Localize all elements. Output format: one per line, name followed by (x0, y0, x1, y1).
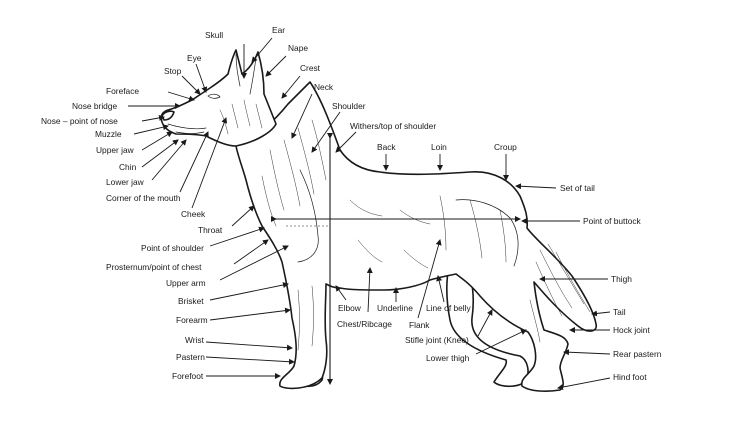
label-withers: Withers/top of shoulder (350, 121, 436, 131)
label-ear: Ear (272, 25, 285, 35)
label-stifle: Stifle joint (Knee) (405, 335, 469, 345)
label-back: Back (377, 142, 396, 152)
label-upper-arm: Upper arm (166, 278, 206, 288)
label-hock-joint: Hock joint (613, 325, 650, 335)
label-upper-jaw: Upper jaw (96, 145, 135, 155)
label-hind-foot: Hind foot (613, 372, 647, 382)
label-nose-bridge: Nose bridge (72, 101, 118, 111)
label-foreface: Foreface (106, 86, 139, 96)
jaw-line (175, 131, 205, 134)
label-line-of-belly: Line of belly (426, 303, 472, 313)
label-cheek: Cheek (181, 209, 206, 219)
label-nose-point: Nose – point of nose (41, 116, 118, 126)
label-wrist: Wrist (185, 335, 205, 345)
label-neck: Neck (314, 82, 334, 92)
label-corner-of-mouth: Corner of the mouth (106, 193, 181, 203)
label-thigh: Thigh (611, 274, 632, 284)
label-point-of-buttock: Point of buttock (583, 216, 642, 226)
label-crest: Crest (300, 63, 321, 73)
label-prosternum: Prosternum/point of chest (106, 262, 202, 272)
label-skull: Skull (205, 30, 223, 40)
label-underline: Underline (377, 303, 413, 313)
label-forefoot: Forefoot (172, 371, 204, 381)
pointer-lines (128, 37, 611, 391)
dog-head (160, 49, 277, 147)
ear-detail (235, 53, 241, 87)
label-throat: Throat (198, 225, 223, 235)
label-croup: Croup (494, 142, 517, 152)
label-eye: Eye (187, 53, 202, 63)
labels: Skull Ear Nape Eye Stop Crest Foreface N… (41, 25, 662, 382)
label-rear-pastern: Rear pastern (613, 349, 662, 359)
label-lower-jaw: Lower jaw (106, 177, 145, 187)
label-muzzle: Muzzle (95, 129, 122, 139)
label-chin: Chin (119, 162, 137, 172)
label-tail: Tail (613, 307, 626, 317)
far-hind-leg (446, 249, 529, 388)
dog-illustration (160, 49, 598, 392)
label-shoulder: Shoulder (332, 101, 366, 111)
nose-shape (161, 110, 175, 121)
label-lower-thigh: Lower thigh (426, 353, 470, 363)
label-nape: Nape (288, 43, 308, 53)
dog-body (235, 81, 598, 392)
shoulder-blade (297, 169, 319, 263)
mouth-line (167, 123, 207, 130)
label-point-of-shoulder: Point of shoulder (141, 243, 204, 253)
label-set-of-tail: Set of tail (560, 183, 595, 193)
measurement-lines (271, 133, 521, 385)
label-forearm: Forearm (176, 315, 208, 325)
label-chest-ribcage: Chest/Ribcage (337, 319, 392, 329)
label-pastern: Pastern (176, 352, 205, 362)
eye-shape (207, 93, 221, 99)
label-brisket: Brisket (178, 296, 204, 306)
label-flank: Flank (409, 320, 430, 330)
label-loin: Loin (431, 142, 447, 152)
label-elbow: Elbow (338, 303, 362, 313)
label-stop: Stop (164, 66, 182, 76)
